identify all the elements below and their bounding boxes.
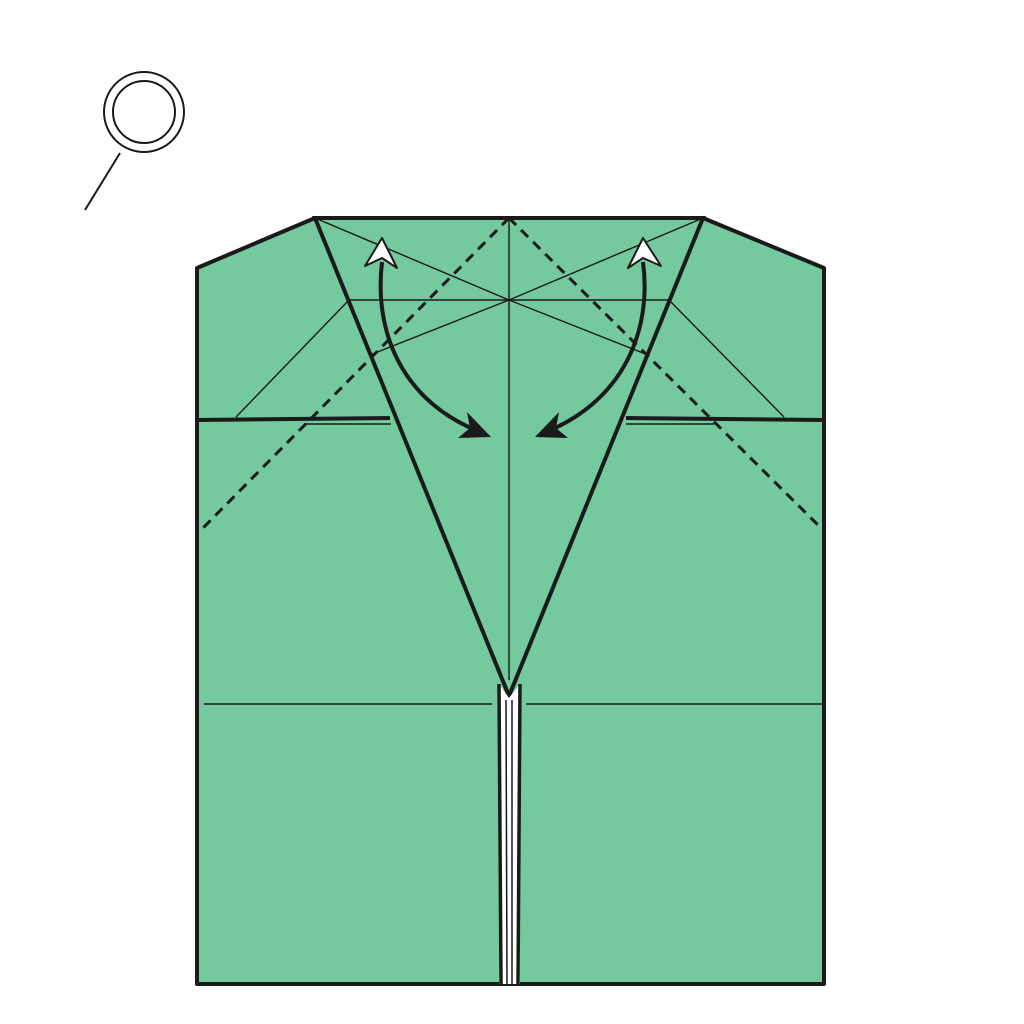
valley-fold-lines (201, 216, 823, 530)
arrowhead-white-left (364, 237, 398, 269)
reference-marker-icon (84, 71, 185, 211)
fold-unfold-arrow-right (535, 237, 662, 438)
arrowhead-black-right (535, 412, 568, 438)
flap-inner-creases (314, 217, 704, 680)
arrowhead-black-left (458, 412, 491, 438)
paper (195, 216, 826, 986)
fold-unfold-arrow-left (364, 237, 491, 438)
arrowhead-white-right (627, 237, 662, 269)
folded-edges (196, 416, 825, 425)
center-slit (497, 683, 522, 985)
